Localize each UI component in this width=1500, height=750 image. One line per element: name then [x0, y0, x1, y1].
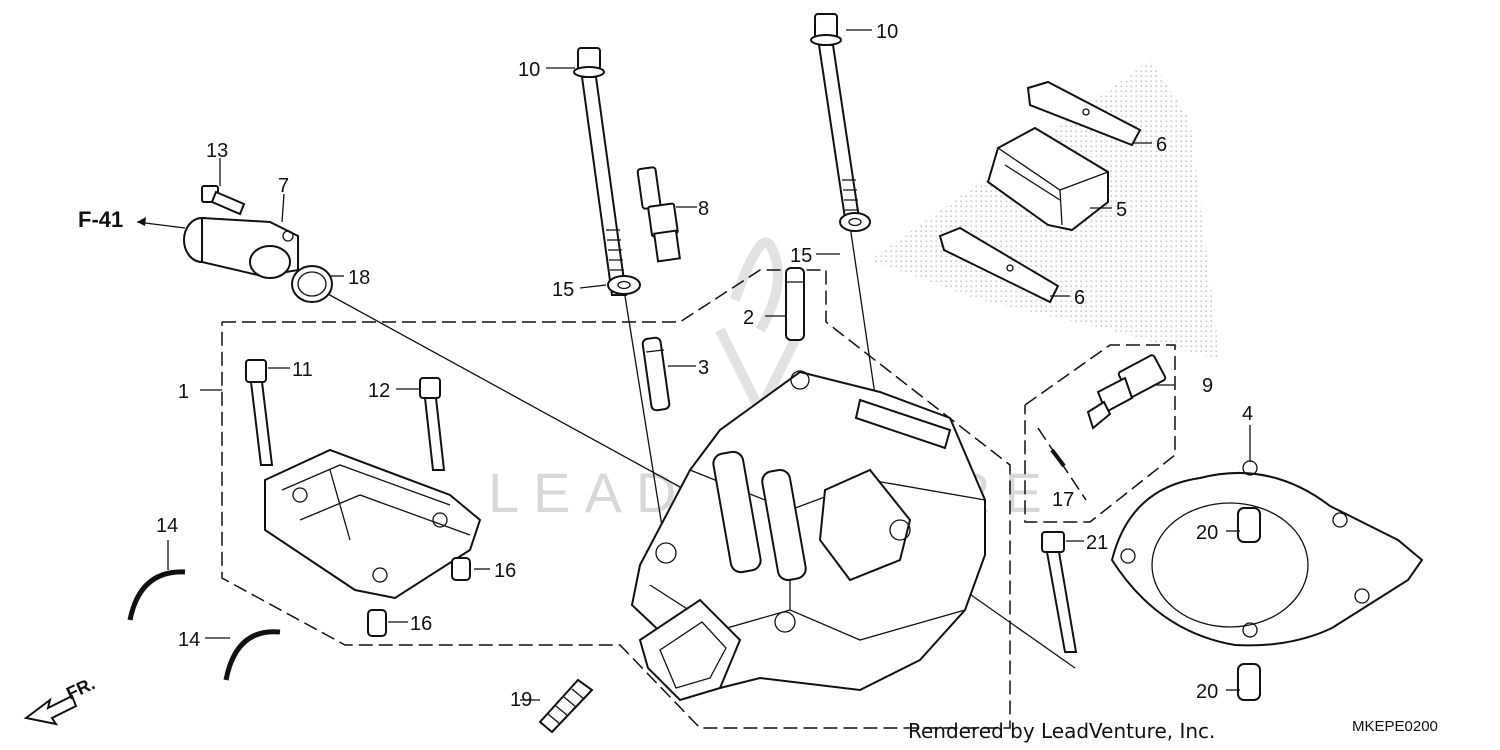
label-part-16: 16 [494, 560, 516, 582]
rocker-arm-5 [986, 126, 1109, 232]
label-part-21: 21 [1086, 532, 1108, 554]
clip-14-upper [127, 569, 186, 621]
credit-text: Rendered by LeadVenture, Inc. [908, 719, 1215, 743]
label-part-8: 8 [698, 198, 709, 220]
label-part-4: 4 [1242, 403, 1253, 425]
valve-guide-3 [641, 336, 671, 412]
label-part-16: 16 [410, 613, 432, 635]
dowel-20-lower [1237, 663, 1261, 701]
bolt-13 [201, 185, 246, 216]
washer-15-left-hole [617, 280, 631, 290]
head-gasket-4 [1110, 460, 1424, 647]
rocker-shaft-6-bottom [938, 226, 1060, 304]
outline-sensor-group [1024, 344, 1176, 523]
stud-19 [538, 678, 594, 734]
reference-label: F-41 [78, 207, 123, 232]
label-part-1: 1 [178, 381, 189, 403]
label-part-15: 15 [552, 279, 574, 301]
label-part-11: 11 [292, 359, 313, 381]
valve-guide-2 [785, 267, 805, 341]
washer-15-left [607, 275, 641, 295]
temperature-sensor-9 [1086, 354, 1167, 430]
label-part-20: 20 [1196, 681, 1218, 703]
label-part-3: 3 [698, 357, 709, 379]
label-part-15: 15 [790, 245, 812, 267]
label-part-5: 5 [1116, 199, 1127, 221]
label-part-14: 14 [178, 629, 200, 651]
front-direction-arrow: FR. [23, 673, 98, 726]
label-part-10: 10 [518, 59, 540, 81]
label-part-6: 6 [1074, 287, 1085, 309]
label-part-9: 9 [1202, 375, 1213, 397]
pin-17 [1050, 448, 1066, 468]
arrow-left-icon [23, 694, 78, 726]
rocker-shaft-6-top [1026, 80, 1142, 147]
cylinder-head [630, 370, 986, 702]
dowel-20-upper [1237, 507, 1261, 543]
label-part-10: 10 [876, 21, 898, 43]
diagram-code: MKEPE0200 [1352, 718, 1438, 735]
bolt-10-right [810, 13, 862, 226]
label-part-20: 20 [1196, 522, 1218, 544]
dowel-16-upper [451, 557, 471, 581]
bolt-10-left [573, 47, 628, 296]
label-part-18: 18 [348, 267, 370, 289]
part-labels: 10 10 8 15 15 2 3 6 5 6 9 17 4 21 20 20 … [156, 21, 1253, 711]
stud-19-threads [547, 688, 585, 725]
label-ticks [167, 29, 1251, 691]
bolt-11 [245, 359, 274, 466]
outline-camshaft-holder [221, 269, 1011, 729]
spark-plug-8 [636, 166, 681, 263]
camshaft-holder [264, 448, 482, 600]
label-part-12: 12 [368, 380, 390, 402]
label-part-2: 2 [743, 307, 754, 329]
o-ring-18-inner [297, 271, 327, 297]
dowel-16-lower [367, 609, 387, 637]
bolt-12 [419, 377, 446, 471]
label-part-17: 17 [1052, 489, 1074, 511]
clip-14-lower [223, 629, 281, 681]
water-joint-7 [183, 216, 299, 279]
washer-15-right [839, 212, 871, 232]
label-part-14: 14 [156, 515, 178, 537]
leader-lines [316, 225, 1175, 701]
label-part-6: 6 [1156, 134, 1167, 156]
label-part-13: 13 [206, 140, 228, 162]
washer-15-right-hole [848, 217, 862, 227]
bolt-21 [1041, 531, 1078, 653]
reference-arrow [136, 217, 186, 229]
label-part-19: 19 [510, 689, 532, 711]
label-part-7: 7 [278, 175, 289, 197]
